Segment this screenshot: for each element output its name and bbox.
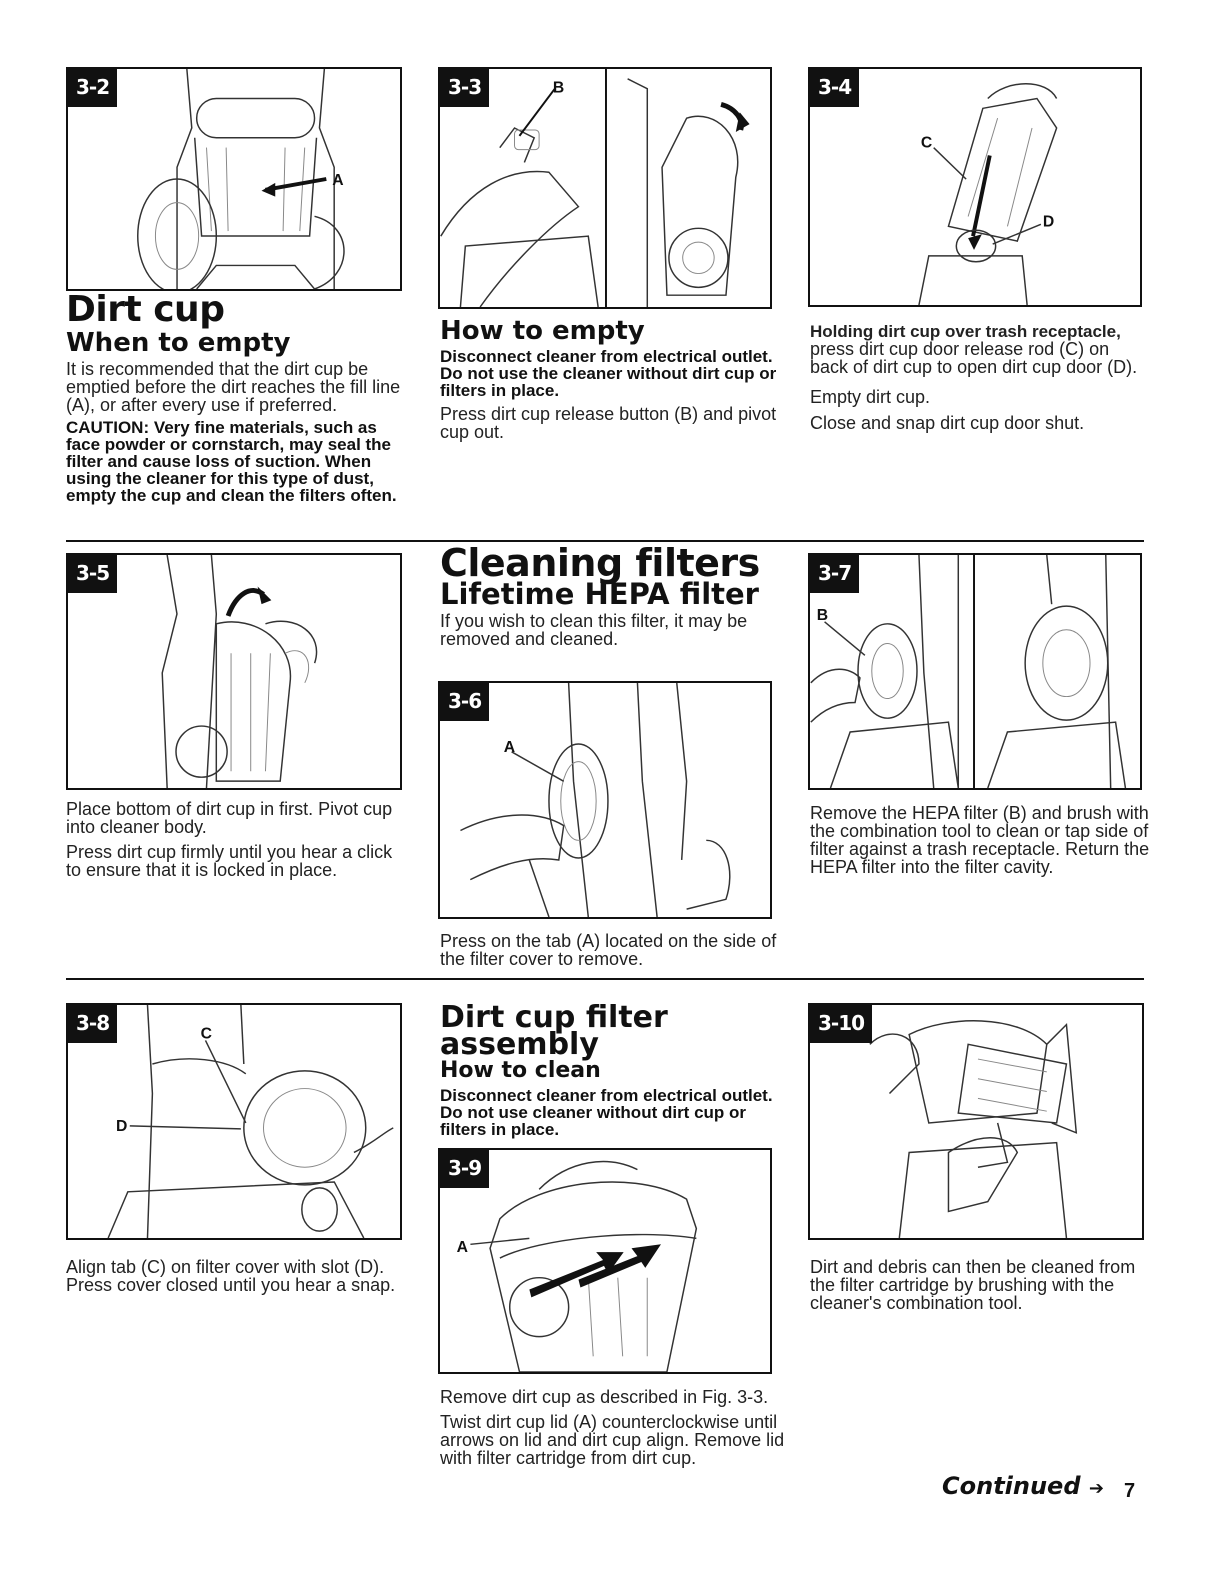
divider-1 — [66, 540, 1144, 542]
holding-p3: Close and snap dirt cup door shut. — [810, 413, 1085, 433]
brushing-filter-illustration — [869, 1020, 1078, 1238]
continued-label: Continued ➔ — [942, 1472, 1104, 1500]
figure-badge: 3-4 — [810, 69, 860, 107]
figure-3-10: 3-10 — [808, 1003, 1144, 1240]
debris-section: Dirt and debris can then be cleaned from… — [810, 1258, 1150, 1312]
figure-badge: 3-5 — [68, 555, 118, 593]
how-to-clean-heading: How to clean — [440, 1058, 601, 1083]
callout-a: A — [457, 1239, 468, 1256]
callout-b: B — [553, 80, 564, 97]
figure-badge: 3-3 — [440, 69, 490, 107]
hepa-remove-section: Remove the HEPA filter (B) and brush wit… — [810, 804, 1150, 876]
place-bottom-section: Place bottom of dirt cup in first. Pivot… — [66, 800, 406, 879]
callout-d: D — [1043, 213, 1054, 230]
figure-badge: 3-2 — [68, 69, 118, 107]
figure-3-7: 3-7 B — [808, 553, 1142, 790]
figure-badge: 3-9 — [440, 1150, 490, 1188]
dirt-cup-filter-section: Dirt cup filter assembly How to clean Di… — [440, 1000, 785, 1139]
figure-badge: 3-10 — [810, 1005, 873, 1043]
lifetime-hepa-subtitle: Lifetime HEPA filter — [440, 577, 759, 611]
dirt-cup-illustration: A — [137, 69, 345, 289]
holding-bold-lead: Holding dirt cup over trash receptacle, — [810, 322, 1121, 341]
remove-dirt-cup-p2: Twist dirt cup lid (A) counterclockwise … — [440, 1412, 785, 1468]
debris-text: Dirt and debris can then be cleaned from… — [810, 1257, 1136, 1313]
cleaning-filters-title: Cleaning filters — [440, 541, 760, 585]
figure-3-4: 3-4 C D — [808, 67, 1142, 307]
callout-b: B — [817, 607, 828, 624]
how-to-empty-warning: Disconnect cleaner from electrical outle… — [440, 347, 777, 400]
dirt-cup-section: Dirt cup When to empty It is recommended… — [66, 289, 411, 505]
callout-a: A — [332, 172, 343, 189]
page-number: 7 — [1124, 1480, 1136, 1502]
callout-d: D — [116, 1118, 127, 1135]
figure-badge: 3-6 — [440, 683, 490, 721]
remove-dirt-cup-section: Remove dirt cup as described in Fig. 3-3… — [440, 1388, 785, 1467]
how-to-empty-text: Press dirt cup release button (B) and pi… — [440, 404, 777, 442]
emptying-dirt-cup-illustration: C D — [918, 83, 1058, 305]
divider-2 — [66, 978, 1144, 980]
figure-3-9: 3-9 A — [438, 1148, 772, 1374]
cleaning-filters-section: Cleaning filters Lifetime HEPA filter If… — [440, 541, 780, 649]
hepa-filter-illustration: B — [810, 555, 1127, 788]
press-tab-text: Press on the tab (A) located on the side… — [440, 931, 777, 969]
remove-dirt-cup-p1: Remove dirt cup as described in Fig. 3-3… — [440, 1387, 769, 1407]
section-title: Dirt cup — [66, 289, 225, 330]
figure-badge: 3-8 — [68, 1005, 118, 1043]
callout-c: C — [201, 1025, 212, 1042]
hepa-remove-text: Remove the HEPA filter (B) and brush wit… — [810, 803, 1150, 877]
figure-3-5: 3-5 — [66, 553, 402, 790]
place-bottom-p2: Press dirt cup firmly until you hear a c… — [66, 842, 393, 880]
callout-a: A — [504, 739, 515, 756]
how-to-empty-heading: How to empty — [440, 316, 645, 346]
how-to-empty-section: How to empty Disconnect cleaner from ele… — [440, 318, 780, 441]
how-to-clean-warning: Disconnect cleaner from electrical outle… — [440, 1086, 773, 1139]
dirt-cup-filter-title: Dirt cup filter assembly — [440, 1000, 668, 1062]
continued-text: Continued — [942, 1472, 1081, 1500]
release-button-illustration: B — [440, 69, 750, 307]
cleaning-filters-text: If you wish to clean this filter, it may… — [440, 611, 748, 649]
twist-lid-illustration: A — [457, 1160, 698, 1372]
figure-badge: 3-7 — [810, 555, 860, 593]
when-to-empty-heading: When to empty — [66, 328, 291, 358]
caution-text: CAUTION: Very fine materials, such as fa… — [66, 418, 397, 505]
figure-3-3: 3-3 B — [438, 67, 772, 309]
holding-p2: Empty dirt cup. — [810, 387, 931, 407]
press-tab-caption: Press on the tab (A) located on the side… — [440, 932, 780, 968]
align-tab-section: Align tab (C) on filter cover with slot … — [66, 1258, 406, 1294]
reinsert-dirt-cup-illustration — [161, 555, 318, 788]
holding-body: press dirt cup door release rod (C) on b… — [810, 339, 1138, 377]
align-tab-illustration: C D — [107, 1005, 394, 1238]
figure-3-6: 3-6 A — [438, 681, 772, 919]
holding-text: Holding dirt cup over trash receptacle, … — [810, 322, 1150, 376]
when-to-empty-text: It is recommended that the dirt cup be e… — [66, 359, 401, 415]
arrow-right-icon: ➔ — [1088, 1478, 1104, 1499]
holding-section: Holding dirt cup over trash receptacle, … — [810, 322, 1150, 432]
place-bottom-p1: Place bottom of dirt cup in first. Pivot… — [66, 799, 393, 837]
callout-c: C — [921, 135, 932, 152]
figure-3-8: 3-8 C D — [66, 1003, 402, 1240]
filter-cover-illustration: A — [460, 683, 731, 917]
figure-3-2: 3-2 A — [66, 67, 402, 291]
align-tab-text: Align tab (C) on filter cover with slot … — [66, 1257, 396, 1295]
